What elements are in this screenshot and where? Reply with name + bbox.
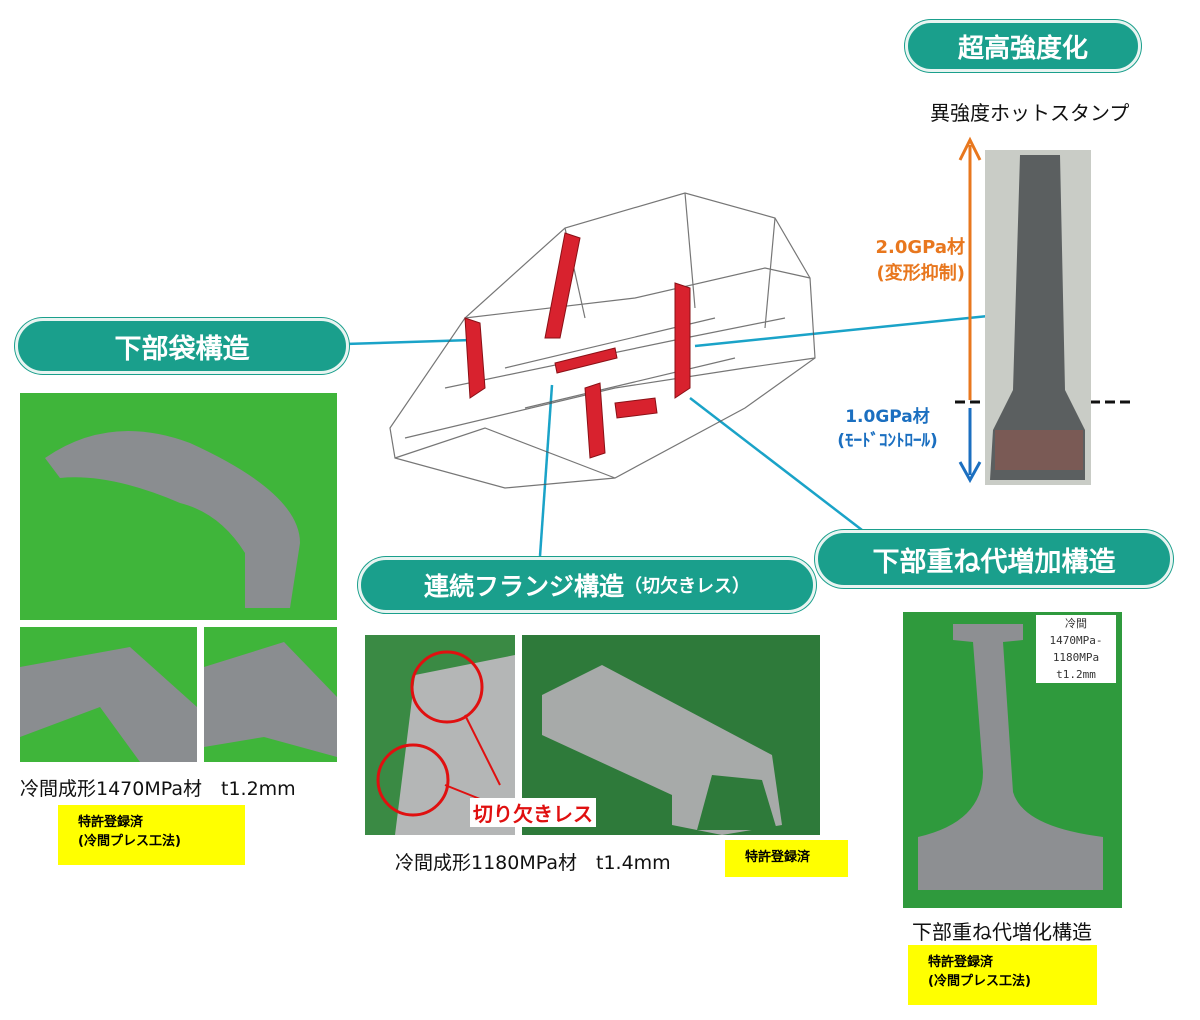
right-caption: 下部重ね代増化構造	[912, 920, 1092, 944]
b-pillar-left	[464, 317, 486, 399]
label-main: 連続フランジ構造	[423, 572, 624, 601]
floor-reinforcement	[584, 382, 606, 459]
label-note: （切欠きレス）	[624, 576, 750, 597]
continuous-flange-structure-label: 連続フランジ構造（切欠きレス）	[358, 557, 816, 613]
a-pillar	[544, 232, 581, 339]
spec-line: t1.2mm	[1056, 668, 1096, 681]
badge-line: (冷間プレス工法)	[78, 834, 181, 849]
grade-2gpa-group: 2.0GPa材 (変形抑制)	[850, 235, 965, 287]
left-patent-badge: 特許登録済 (冷間プレス工法)	[58, 805, 245, 865]
grade-2gpa-note: (変形抑制)	[876, 263, 965, 284]
badge-line: 特許登録済	[78, 815, 144, 830]
lower-bag-structure-label: 下部袋構造	[15, 318, 349, 374]
notch-less-callout: 切り欠きレス	[470, 798, 596, 827]
lower-overlap-increase-label: 下部重ね代増加構造	[815, 530, 1173, 588]
spec-line: 冷間	[1065, 617, 1087, 630]
flange-part-photo	[522, 635, 820, 835]
cross-member	[554, 347, 618, 374]
grade-1gpa-group: 1.0GPa材 (ﾓｰﾄﾞｺﾝﾄﾛｰﾙ)	[815, 405, 960, 453]
car-body-frame-illustration	[389, 192, 816, 489]
badge-line: (冷間プレス工法)	[928, 974, 1031, 989]
badge-line: 特許登録済	[928, 955, 994, 970]
hot-stamp-label: 異強度ホットスタンプ	[930, 101, 1130, 125]
ultra-high-strength-label: 超高強度化	[905, 20, 1141, 72]
pillar-part-photo: 冷間 1470MPa- 1180MPa t1.2mm	[903, 612, 1122, 908]
b-pillar-right	[674, 282, 691, 399]
grade-1gpa-note: (ﾓｰﾄﾞｺﾝﾄﾛｰﾙ)	[837, 431, 938, 451]
left-material-caption: 冷間成形1470MPa材 t1.2mm	[20, 778, 296, 800]
right-patent-badge: 特許登録済 (冷間プレス工法)	[908, 945, 1097, 1005]
side-sill-reinforcement	[614, 397, 658, 419]
lower-bag-detail-photo-2	[204, 627, 337, 762]
grade-2gpa-label: 2.0GPa材	[875, 237, 965, 258]
middle-patent-badge: 特許登録済	[725, 840, 848, 877]
spec-label: 冷間 1470MPa- 1180MPa t1.2mm	[1036, 615, 1116, 683]
middle-material-caption: 冷間成形1180MPa材 t1.4mm	[395, 852, 671, 874]
lower-bag-part-photo	[20, 393, 337, 620]
spec-line: 1180MPa	[1052, 651, 1100, 664]
spec-line: 1470MPa-	[1049, 634, 1103, 647]
grade-1gpa-label: 1.0GPa材	[845, 407, 930, 427]
lower-bag-detail-photo-1	[20, 627, 197, 762]
hot-stamp-part-photo	[985, 150, 1091, 485]
